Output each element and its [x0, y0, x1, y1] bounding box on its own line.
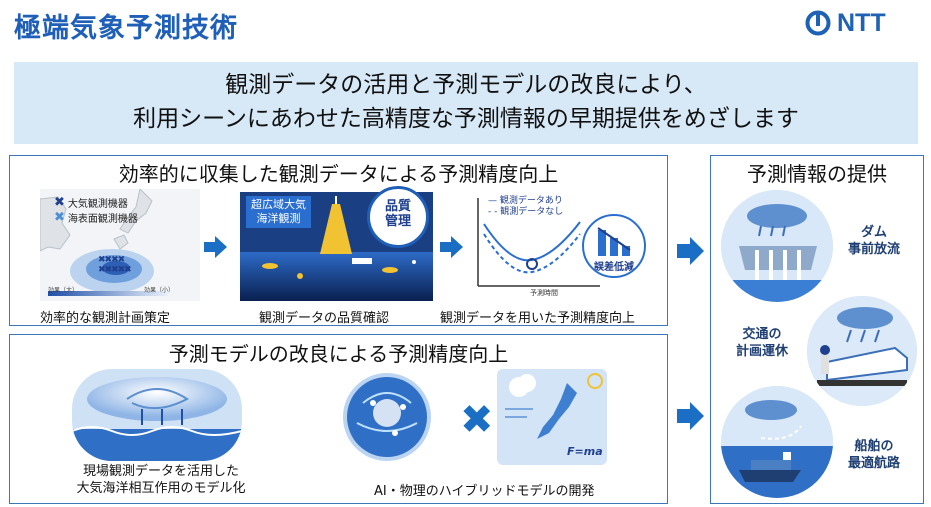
- caption-observation-plan: 効率的な観測計画策定: [40, 311, 171, 326]
- graph-legend-with: — 観測データあり: [488, 196, 563, 206]
- map-scale-left: 効果（大）: [48, 287, 79, 294]
- ntt-logo-icon: [805, 10, 831, 36]
- forecast-error-graph: — 観測データあり - - 観測データなし 予測時間 誤差低減: [470, 194, 662, 302]
- wide-area-label-line2: 海洋観測: [256, 212, 301, 225]
- summary-banner: 観測データの活用と予測モデルの改良により、 利用シーンにあわせた高精度な予測情報…: [14, 62, 918, 144]
- logo-text: NTT: [837, 8, 886, 37]
- map-markers: ✖✖✖✖✖✖✖✖✖: [98, 255, 132, 275]
- dam-image: [721, 190, 833, 302]
- banner-line-1: 観測データの活用と予測モデルの改良により、: [225, 72, 707, 98]
- combine-x-icon: ✖: [460, 397, 494, 443]
- quality-control-badge: 品質 管理: [367, 186, 429, 248]
- arrow-right-icon: [675, 235, 705, 267]
- transport-label-line1: 交通の: [742, 327, 782, 342]
- error-badge-label: 誤差低減: [594, 262, 634, 273]
- caption-interaction-model: 現場観測データを活用した 大気海洋相互作用のモデル化: [76, 463, 246, 497]
- dam-label-line2: 事前放流: [847, 242, 900, 257]
- wide-area-label-line1: 超広域大気: [251, 198, 306, 211]
- dam-label: ダム 事前放流: [839, 224, 909, 258]
- provision-panel: 予測情報の提供 ダム 事前放流 交通の 計画運休: [710, 155, 924, 504]
- caption-interaction-line2: 大気海洋相互作用のモデル化: [76, 481, 246, 496]
- arrow-right-icon: [675, 400, 705, 432]
- transport-label-line2: 計画運休: [735, 344, 788, 359]
- ship-label: 船舶の 最適航路: [839, 438, 909, 472]
- banner-line-2: 利用シーンにあわせた高精度な予測情報の早期提供をめざします: [133, 106, 799, 132]
- caption-forecast-improvement: 観測データを用いた予測精度向上: [440, 311, 636, 326]
- page-title: 極端気象予測技術: [14, 13, 238, 44]
- caption-interaction-line1: 現場観測データを活用した: [82, 464, 239, 479]
- observation-map-image: ✖大気観測機器 ✖海表面観測機器 ✖✖✖✖✖✖✖✖✖ 効果（大） 効果（小）: [40, 189, 200, 301]
- ocean-marker-icon: ✖: [54, 210, 65, 225]
- graph-xlabel: 予測時間: [530, 289, 558, 297]
- provision-panel-title: 予測情報の提供: [747, 162, 887, 186]
- train-image: [807, 296, 917, 406]
- caption-quality-check: 観測データの品質確認: [259, 311, 390, 326]
- observation-panel-title: 効率的に収集した観測データによる予測精度向上: [118, 162, 559, 186]
- error-reduction-badge: 誤差低減: [582, 214, 646, 278]
- wide-area-label: 超広域大気 海洋観測: [246, 196, 311, 228]
- ocean-atmosphere-image: [72, 369, 242, 461]
- atmos-marker-icon: ✖: [54, 195, 65, 210]
- physics-formula: F=ma: [567, 445, 603, 458]
- model-panel-title: 予測モデルの改良による予測精度向上: [168, 342, 509, 366]
- arrow-right-icon: [438, 234, 464, 260]
- ship-label-line1: 船舶の: [854, 439, 894, 454]
- map-scale-right: 効果（小）: [144, 287, 175, 294]
- ship-image: [721, 386, 833, 498]
- ntt-logo: NTT: [805, 8, 915, 38]
- ai-globe-image: [343, 373, 431, 461]
- model-panel: 予測モデルの改良による予測精度向上 現場観測データを活用した 大気海洋相互作用の…: [9, 334, 668, 504]
- quality-label-2: 管理: [384, 214, 411, 229]
- graph-legend-without: - - 観測データなし: [488, 207, 564, 217]
- physics-map-image: F=ma: [497, 369, 607, 465]
- map-legend-ocean: 海表面観測機器: [67, 214, 138, 225]
- transport-label: 交通の 計画運休: [719, 326, 805, 360]
- caption-hybrid-model: AI・物理のハイブリッドモデルの開発: [374, 484, 595, 499]
- quality-label-1: 品質: [384, 199, 411, 214]
- observation-panel: 効率的に収集した観測データによる予測精度向上 ✖大気観測機器 ✖海表面観測機器 …: [9, 155, 668, 326]
- dam-label-line1: ダム: [860, 225, 887, 240]
- arrow-right-icon: [202, 234, 228, 260]
- ship-label-line2: 最適航路: [847, 456, 900, 471]
- map-legend-atmos: 大気観測機器: [67, 199, 128, 210]
- ocean-observation-image: 超広域大気 海洋観測: [240, 192, 433, 301]
